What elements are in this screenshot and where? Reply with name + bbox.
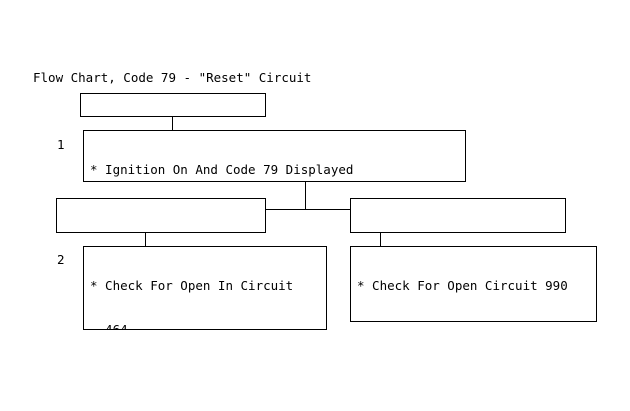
box-left-actions-line-2: 464 <box>90 321 128 330</box>
connector-split-horizontal <box>266 209 351 210</box>
box-right-actions-line-1: * Check For Open Circuit 990 <box>357 278 568 293</box>
box-left-actions-line-1: * Check For Open In Circuit <box>90 278 294 293</box>
page-title: Flow Chart, Code 79 - "Reset" Circuit <box>33 70 312 85</box>
box-retest-switch-function: Retest Switch Function <box>80 93 266 117</box>
box-step1-line-1: * Ignition On And Code 79 Displayed <box>90 162 354 177</box>
step-number-1: 1 <box>57 137 65 152</box>
connector-remains-to-left-actions <box>145 233 146 246</box>
connector-passes-to-right-actions <box>380 233 381 246</box>
box-code79-remains: Code 79 Remains After The Jumper Is Remo… <box>56 198 266 233</box>
box-code79-passes: Code 79 Passes After The Jumper Is Remov… <box>350 198 566 233</box>
step-number-2: 2 <box>57 252 65 267</box>
box-passes-line-1: Code 79 Passes After The <box>357 230 560 232</box>
box-left-actions: * Check For Open In Circuit 464 * Check … <box>83 246 327 330</box>
box-right-actions: * Check For Open Circuit 990 Between "Fu… <box>350 246 597 322</box>
box-remains-line-1: Code 79 Remains After The <box>63 230 260 232</box>
connector-retest-to-step1 <box>172 117 173 130</box>
box-step1-instructions: * Ignition On And Code 79 Displayed * Re… <box>83 130 466 182</box>
connector-step1-down <box>305 182 306 209</box>
